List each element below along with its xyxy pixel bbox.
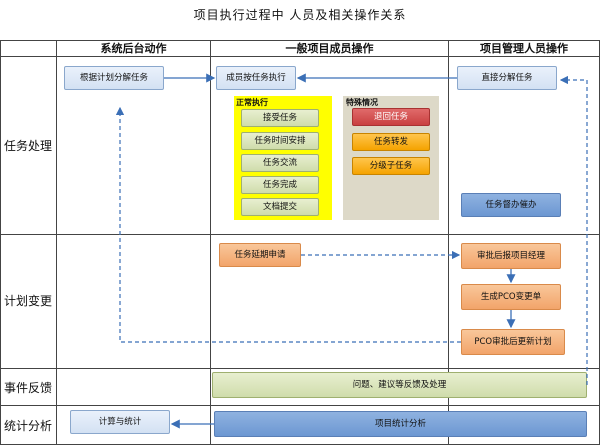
special-case-label: 特殊情况 [346,98,378,107]
row-label-task: 任务处理 [4,139,53,153]
report-pm-box[interactable]: 审批后报项目经理 [461,243,561,269]
calc-stats-box[interactable]: 计算与统计 [70,410,170,434]
submit-doc-box[interactable]: 文档提交 [241,198,319,216]
header-bottom-border [0,56,600,57]
table-bottom-border [0,444,600,445]
page-title: 项目执行过程中 人员及相关操作关系 [193,8,407,22]
row-divider-plan [0,234,600,235]
row-divider-feedback [0,368,600,369]
accept-task-box[interactable]: 接受任务 [241,109,319,127]
schedule-task-box[interactable]: 任务时间安排 [241,132,319,150]
split-by-plan-box[interactable]: 根据计划分解任务 [64,66,164,90]
supervise-task-box[interactable]: 任务督办催办 [461,193,561,217]
column-header-manager: 项目管理人员操作 [480,42,568,55]
col-divider-member [210,40,211,445]
handover-task-box[interactable]: 任务交流 [241,154,319,172]
col-divider-label [56,40,57,445]
return-task-box[interactable]: 退回任务 [352,108,430,126]
project-stats-bar[interactable]: 项目统计分析 [214,411,587,437]
arrow-feedback-to-direct [559,75,588,385]
generate-pco-box[interactable]: 生成PCO变更单 [461,284,561,310]
complete-task-box[interactable]: 任务完成 [241,176,319,194]
arrow-update-to-split [115,106,461,343]
col-divider-manager [448,40,449,445]
row-divider-stats [0,405,600,406]
pco-update-plan-box[interactable]: PCO审批后更新计划 [461,329,565,355]
feedback-bar[interactable]: 问题、建议等反馈及处理 [212,372,587,398]
column-header-member: 一般项目成员操作 [285,42,374,55]
transfer-task-box[interactable]: 任务转发 [352,133,430,151]
direct-split-box[interactable]: 直接分解任务 [457,66,557,90]
row-label-feedback: 事件反馈 [4,381,53,395]
column-header-system: 系统后台动作 [100,42,167,55]
normal-execution-label: 正常执行 [236,98,268,107]
table-top-border [0,40,600,41]
member-execute-box[interactable]: 成员按任务执行 [216,66,296,90]
delay-apply-box[interactable]: 任务延期申请 [219,243,301,267]
row-label-plan: 计划变更 [4,294,53,308]
row-label-stats: 统计分析 [4,419,53,433]
table-left-border [0,40,1,445]
subtask-box[interactable]: 分级子任务 [352,157,430,175]
